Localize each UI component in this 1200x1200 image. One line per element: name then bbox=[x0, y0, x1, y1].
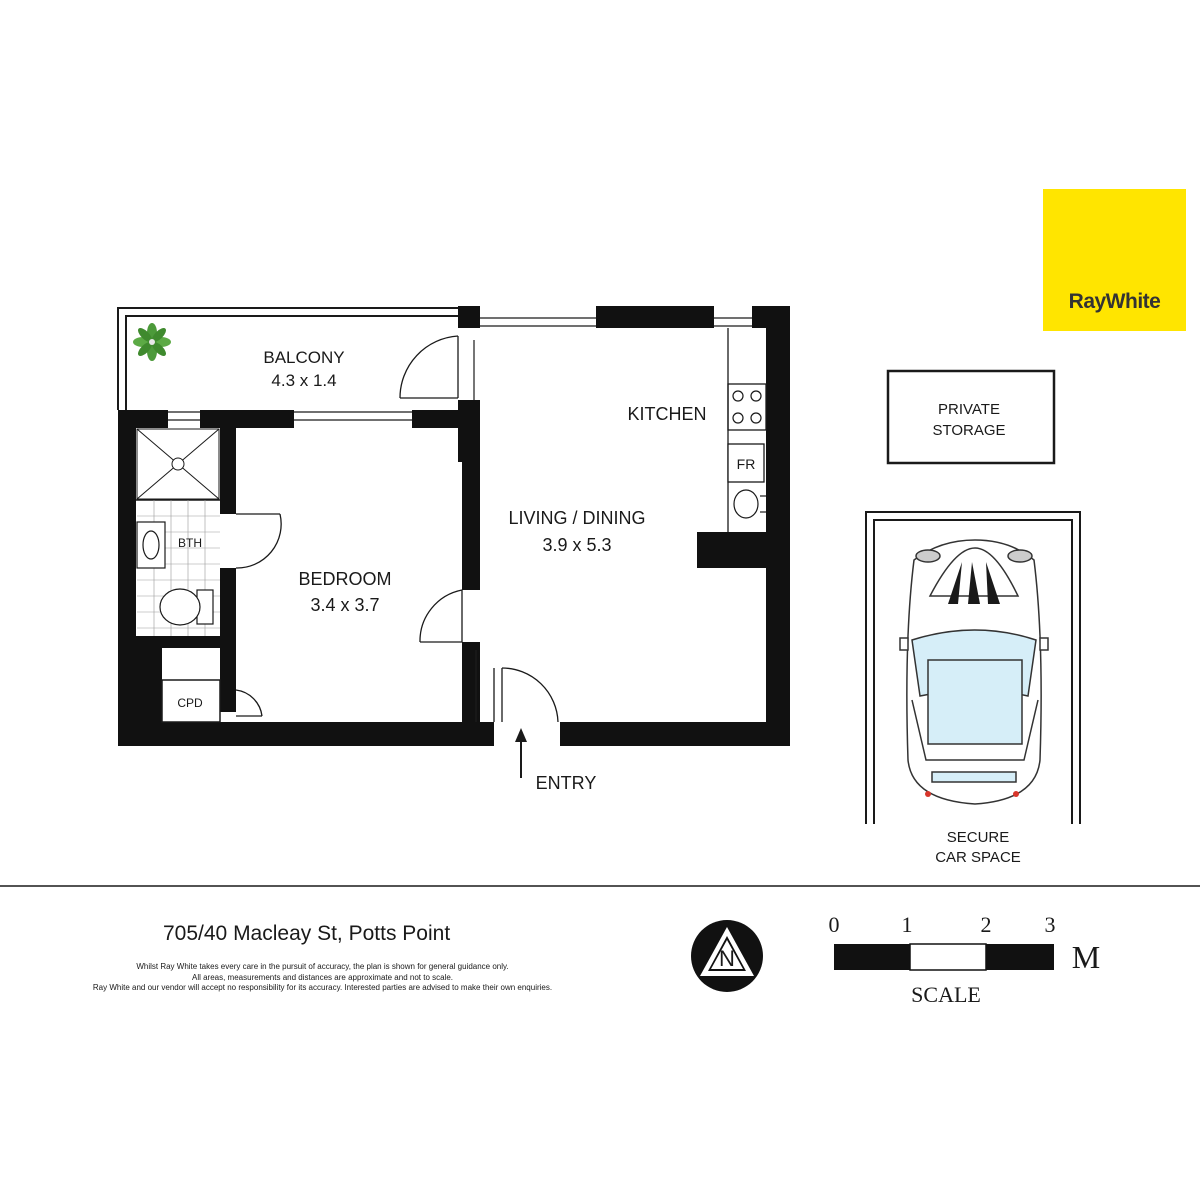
living-size: 3.9 x 5.3 bbox=[542, 535, 611, 555]
disclaimer-line: Whilst Ray White takes every care in the… bbox=[136, 962, 509, 971]
disclaimer-line: Ray White and our vendor will accept no … bbox=[92, 983, 553, 992]
toilet-icon bbox=[159, 588, 214, 626]
living-label: LIVING / DINING bbox=[508, 508, 645, 528]
balcony-outline bbox=[117, 307, 462, 410]
basin-icon bbox=[733, 489, 766, 519]
fridge bbox=[727, 443, 765, 483]
bedroom-size: 3.4 x 3.7 bbox=[310, 595, 379, 615]
cupboard-label: CPD bbox=[177, 696, 203, 710]
scale-tick-2: 2 bbox=[981, 912, 992, 937]
compass-label: N bbox=[719, 946, 735, 971]
entry-arrow-icon bbox=[515, 728, 527, 778]
fridge-label: FR bbox=[737, 456, 756, 472]
windows bbox=[168, 317, 752, 421]
bedroom-label: BEDROOM bbox=[298, 569, 391, 589]
plant-icon bbox=[133, 323, 171, 361]
scale-tick-0: 0 bbox=[829, 912, 840, 937]
kitchen-label: KITCHEN bbox=[627, 404, 706, 424]
car-space-outline bbox=[865, 511, 1081, 824]
stove-icon bbox=[732, 390, 762, 424]
entry-label: ENTRY bbox=[536, 773, 597, 793]
scale-unit: M bbox=[1072, 939, 1100, 975]
kitchen-bench bbox=[727, 328, 767, 532]
storage-label-line1: PRIVATE bbox=[938, 401, 1000, 418]
storage-label-line2: STORAGE bbox=[932, 422, 1005, 439]
disclaimer-line: All areas, measurements and distances ar… bbox=[191, 972, 454, 982]
scale-tick-3: 3 bbox=[1045, 912, 1056, 937]
inner-lines bbox=[136, 499, 477, 723]
car-label-line2: CAR SPACE bbox=[935, 849, 1021, 866]
north-compass-icon bbox=[691, 920, 763, 992]
doors bbox=[235, 335, 559, 723]
balcony-size: 4.3 x 1.4 bbox=[271, 371, 336, 390]
balcony-label: BALCONY bbox=[263, 348, 344, 367]
bathroom-label: BTH bbox=[178, 536, 202, 550]
car-icon bbox=[899, 539, 1049, 805]
scale-bar bbox=[834, 943, 1054, 971]
scale-tick-1: 1 bbox=[902, 912, 913, 937]
brand-name: RayWhite bbox=[1068, 290, 1161, 313]
car-label-line1: SECURE bbox=[947, 829, 1010, 846]
raywhite-logo: RayWhite bbox=[1043, 189, 1186, 331]
private-storage-box bbox=[886, 369, 1056, 465]
disclaimer: Whilst Ray White takes every care in the… bbox=[40, 962, 605, 994]
shower-icon bbox=[136, 428, 220, 500]
property-address: 705/40 Macleay St, Potts Point bbox=[163, 922, 451, 945]
scale-label: SCALE bbox=[911, 982, 981, 1007]
basin-icon bbox=[136, 521, 166, 569]
